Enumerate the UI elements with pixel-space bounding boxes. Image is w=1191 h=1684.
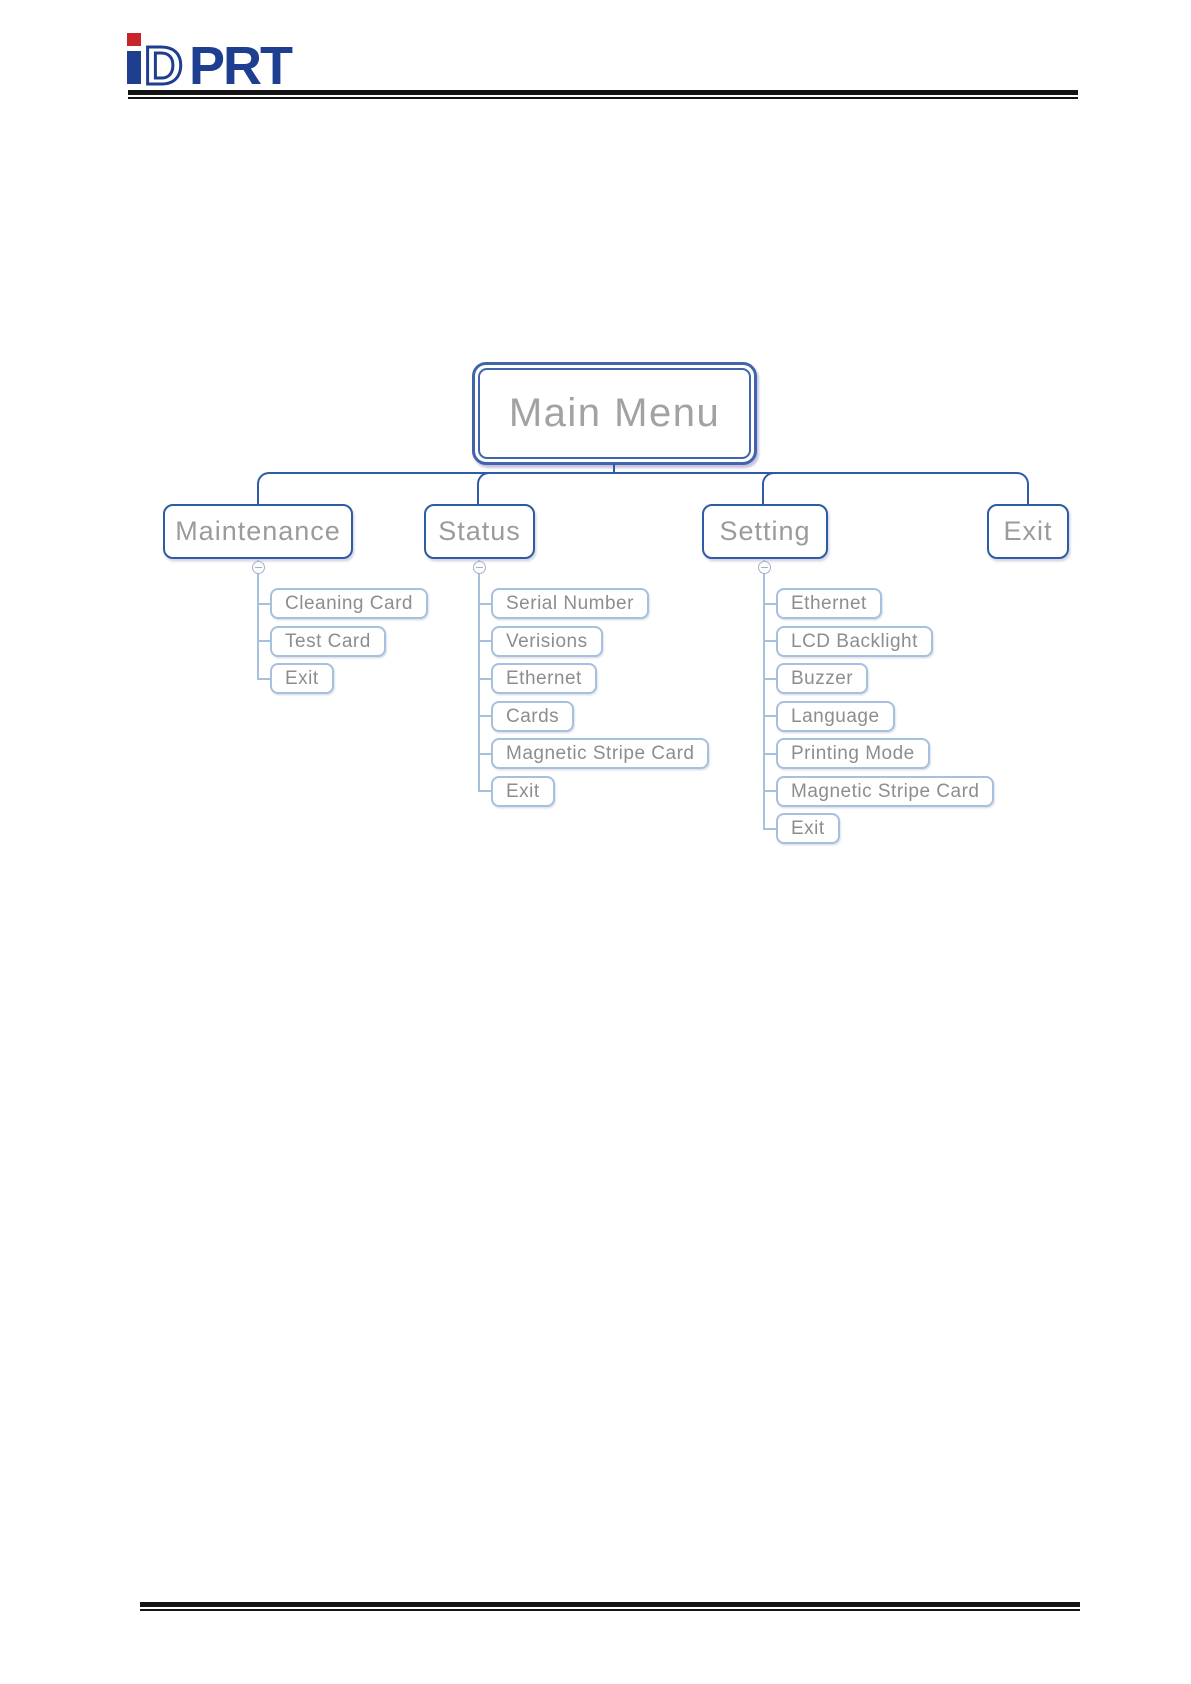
node-maintenance: Maintenance bbox=[163, 504, 353, 559]
header-rule-thin bbox=[128, 97, 1078, 99]
connector-root-stub bbox=[613, 464, 615, 474]
tree-item-magnetic-stripe-card: Magnetic Stripe Card bbox=[762, 775, 995, 807]
node-setting-label: Setting bbox=[719, 516, 811, 546]
node-maintenance-label: Maintenance bbox=[175, 516, 341, 546]
tree-item-lcd-backlight: LCD Backlight bbox=[763, 625, 933, 657]
node-exit-label: Exit bbox=[1003, 516, 1053, 546]
tree-item-serial-number: Serial Number bbox=[478, 588, 649, 619]
tree-item-ethernet: Ethernet bbox=[478, 663, 597, 694]
header-rule bbox=[128, 90, 1078, 99]
collapse-minus-icon bbox=[472, 561, 486, 574]
tree-item-exit: Exit bbox=[478, 775, 555, 807]
tree-item-cleaning-card: Cleaning Card bbox=[257, 588, 428, 619]
tree-item-verisions: Verisions bbox=[478, 625, 603, 657]
logo-letters-prt: PRT bbox=[189, 36, 293, 88]
subtree-setting: Ethernet LCD Backlight Buzzer Language P… bbox=[762, 588, 995, 844]
header-rule-thick bbox=[128, 90, 1078, 95]
tree-item-printing-mode: Printing Mode bbox=[763, 738, 930, 769]
node-main-menu: Main Menu bbox=[472, 362, 757, 465]
collapse-minus-icon bbox=[251, 561, 265, 574]
subtree-line-maintenance bbox=[257, 560, 259, 679]
tree-item-ethernet: Ethernet bbox=[763, 588, 882, 619]
subtree-status: Serial Number Verisions Ethernet Cards M… bbox=[477, 588, 710, 807]
tree-item-exit: Exit bbox=[257, 663, 334, 694]
logo-i-stem bbox=[127, 51, 141, 84]
node-status-label: Status bbox=[438, 516, 521, 546]
connector-drop-setting bbox=[762, 472, 776, 504]
node-main-menu-label: Main Menu bbox=[508, 391, 721, 435]
node-setting: Setting bbox=[702, 504, 828, 559]
logo-letter-d: D bbox=[144, 36, 183, 88]
tree-item-language: Language bbox=[763, 700, 895, 732]
idprt-logo: D PRT bbox=[127, 33, 295, 88]
node-exit: Exit bbox=[987, 504, 1069, 559]
connector-drop-status bbox=[477, 472, 491, 504]
subtree-line-setting bbox=[763, 560, 765, 829]
collapse-minus-icon bbox=[757, 561, 771, 574]
tree-item-buzzer: Buzzer bbox=[762, 663, 869, 694]
tree-item-cards: Cards bbox=[477, 700, 575, 732]
tree-item-magnetic-stripe-card: Magnetic Stripe Card bbox=[477, 738, 710, 769]
tree-item-test-card: Test Card bbox=[257, 625, 386, 657]
footer-rule bbox=[140, 1602, 1080, 1611]
logo-i-dot-icon bbox=[127, 33, 141, 46]
footer-rule-thin bbox=[140, 1609, 1080, 1611]
node-status: Status bbox=[424, 504, 535, 559]
subtree-line-status bbox=[478, 560, 480, 792]
tree-item-exit: Exit bbox=[763, 813, 840, 844]
footer-rule-thick bbox=[140, 1602, 1080, 1607]
subtree-maintenance: Cleaning Card Test Card Exit bbox=[257, 588, 428, 694]
connector-bus bbox=[256, 472, 1029, 504]
